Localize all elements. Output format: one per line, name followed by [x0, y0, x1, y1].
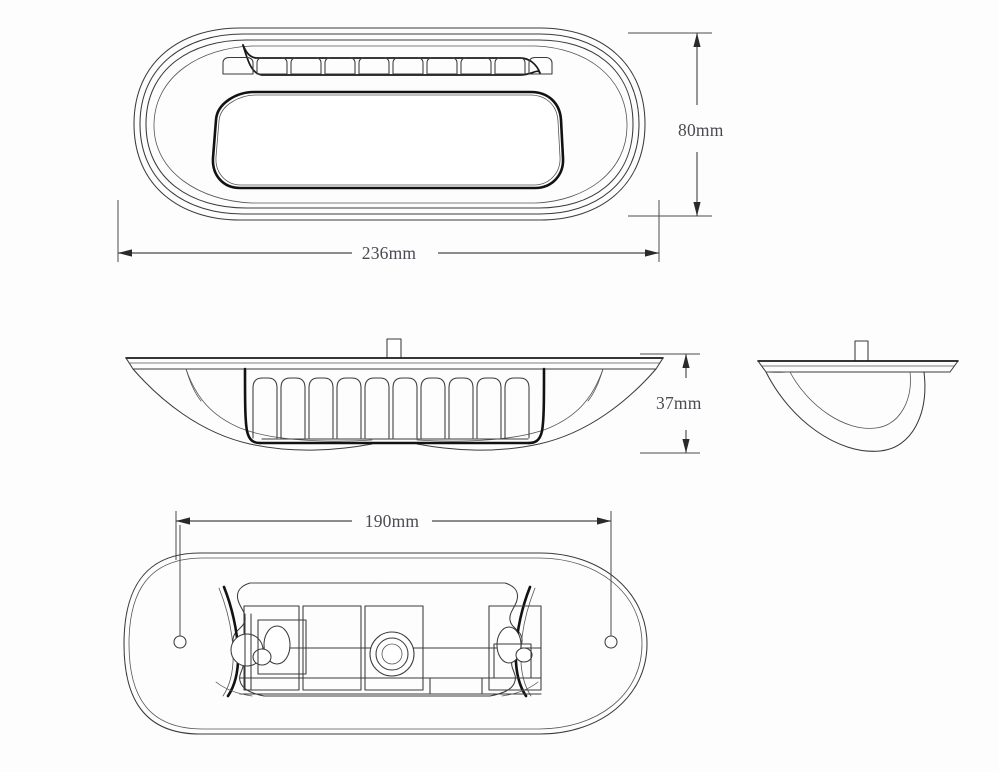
dim-arrow-left-236: [118, 249, 132, 257]
top-view-inner-basin-highlight: [215, 94, 561, 186]
side-view-rib: [476, 377, 502, 439]
end-view-bowl-inner: [789, 371, 911, 429]
side-view-body-right-wall: [527, 367, 546, 445]
left-pivot-hole: [173, 635, 187, 649]
dim-arrow-right-190: [597, 517, 611, 525]
side-view-hull-left-inner: [185, 368, 373, 442]
dim-arrow-bottom-37: [682, 439, 690, 453]
bottom-view-outer-oval: [123, 552, 648, 735]
bottom-view-left-latch-assembly: [230, 613, 307, 691]
vent-slot: [426, 56, 458, 75]
right-latch-knob: [515, 647, 533, 663]
bottom-view-right-pivot: [604, 525, 618, 649]
left-latch-knob: [252, 648, 272, 666]
dim-arrow-top-80: [693, 33, 701, 47]
vent-slot: [392, 56, 424, 75]
end-view-stem-post: [854, 340, 869, 362]
side-view-rib: [308, 377, 334, 439]
side-view-body-left-wall: [243, 367, 262, 445]
right-pivot-hole: [604, 635, 618, 649]
dim-arrow-top-37: [682, 354, 690, 368]
vent-slot: [290, 56, 322, 75]
bottom-view-outer-oval-inner: [128, 557, 643, 730]
dimension-label-80mm: 80mm: [678, 120, 724, 140]
end-view-flange-cap-right: [947, 360, 959, 373]
dimension-80mm: 80mm: [628, 32, 724, 217]
bottom-view-left-pivot: [173, 525, 187, 649]
bottom-view-right-latch-assembly: [493, 626, 533, 679]
top-view-inner-basin: [211, 90, 565, 190]
right-latch-housing: [493, 643, 532, 679]
left-latch-housing: [257, 619, 307, 675]
top-view-rim-contour-2: [139, 33, 640, 215]
side-view-rib: [392, 377, 418, 439]
center-boss-inner-ring: [381, 643, 403, 665]
dimension-37mm: 37mm: [640, 353, 702, 454]
end-view-group: [757, 340, 959, 452]
side-view-rib-array: [252, 377, 530, 439]
side-view-hull-right-inner: [416, 368, 604, 442]
top-view-deck-edge: [153, 45, 253, 204]
side-view-rib: [448, 377, 474, 439]
side-view-rib: [336, 377, 362, 439]
bottom-view-group: 190mm: [123, 511, 648, 735]
dimension-190mm: 190mm: [175, 511, 612, 560]
vent-slot: [460, 56, 492, 75]
top-view-vent-trough: [242, 44, 541, 74]
side-view-group: 37mm: [125, 338, 702, 454]
side-view-stem-post: [386, 338, 402, 359]
end-view-bowl-outer: [765, 371, 926, 452]
side-view-hull-right-outer: [416, 368, 657, 451]
top-view-group: 236mm 80mm: [117, 27, 724, 263]
side-view-rib: [364, 377, 390, 439]
top-view-rim-contour-3: [145, 39, 634, 209]
top-view-deck-edge-right: [535, 45, 628, 204]
top-view-outer-rim-line: [133, 27, 646, 221]
vent-slot: [256, 56, 288, 75]
top-view-vent-slot-array: [222, 56, 553, 75]
dimension-236mm: 236mm: [117, 200, 660, 263]
dimension-label-37mm: 37mm: [656, 393, 702, 413]
bottom-view-left-corner-tab: [215, 681, 253, 697]
top-view-vent-trough-lower: [242, 44, 541, 76]
dim-arrow-right-236: [645, 249, 659, 257]
vent-slot: [358, 56, 390, 75]
side-view-rib: [252, 377, 278, 439]
vent-slot: [222, 56, 254, 75]
bottom-view-right-corner-tab: [501, 681, 539, 697]
bottom-view-center-boss: [369, 631, 415, 677]
side-view-hull-right-chamfer: [587, 368, 604, 402]
right-latch-lever: [496, 626, 522, 664]
side-view-hull-left-chamfer: [185, 368, 202, 402]
side-view-rib: [504, 377, 530, 439]
vent-slot: [528, 56, 553, 75]
vent-slot: [494, 56, 526, 75]
dimension-label-190mm: 190mm: [365, 511, 420, 531]
side-view-rib: [280, 377, 306, 439]
dimension-label-236mm: 236mm: [362, 243, 417, 263]
vent-slot: [324, 56, 356, 75]
side-view-hull-left-outer: [132, 368, 373, 451]
dim-arrow-bottom-80: [693, 202, 701, 216]
side-view-rib: [420, 377, 446, 439]
dim-arrow-left-190: [176, 517, 190, 525]
